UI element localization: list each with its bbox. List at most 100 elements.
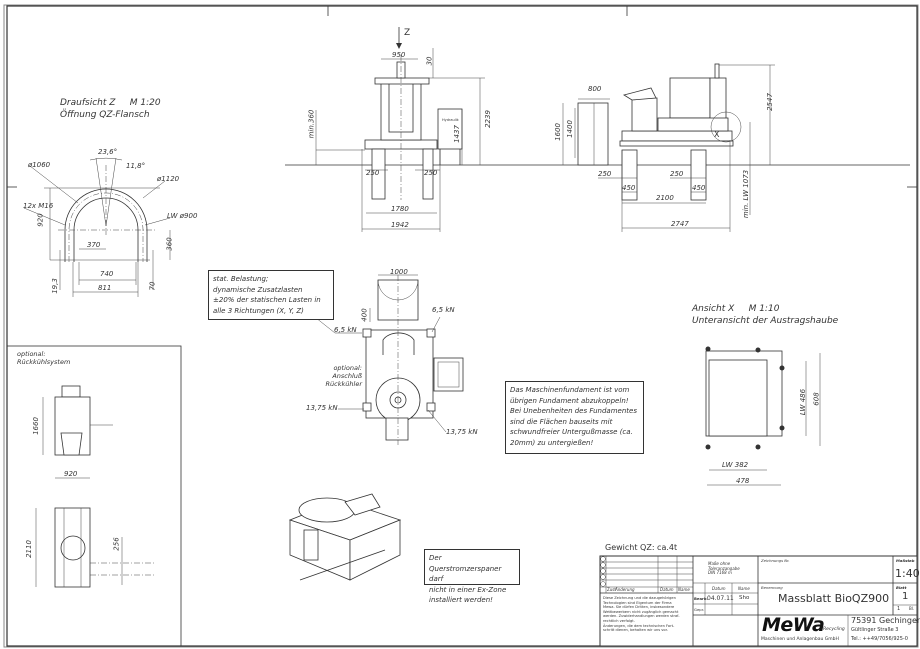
rev-header-zust: Zust <box>607 587 616 592</box>
note-line: alle 3 Richtungen (X, Y, Z) <box>213 306 304 315</box>
company-sub: Recycling <box>823 627 845 632</box>
bolt <box>705 444 711 450</box>
load-label: 13,75 kN <box>306 404 338 412</box>
rev-circle <box>600 574 606 580</box>
view-foundation-plan <box>305 274 464 445</box>
cooler-label: optional:Rückkühlsystem <box>17 350 70 366</box>
dim-label: 800 <box>588 85 602 93</box>
tolerance-line: DIN 7168 m <box>708 570 732 576</box>
dim-label: 2547 <box>765 93 774 111</box>
view-title: Ansicht X M 1:10 <box>692 304 779 314</box>
address-3: Tel.: ++49/7056/925-0 <box>851 636 908 642</box>
rev-circle <box>600 581 606 587</box>
fan-top <box>61 385 81 398</box>
cooler-panel <box>6 345 182 647</box>
note-line: ±20% der statischen Lasten in <box>213 296 321 304</box>
leader <box>29 165 79 204</box>
view-front <box>315 27 485 232</box>
dim-label: 250 <box>670 170 684 178</box>
dim-label: 1600 <box>553 123 562 141</box>
hydraulik-plan <box>433 357 464 392</box>
view-subtitle: Unteransicht der Austragshaube <box>692 316 839 326</box>
address-1: 75391 Gechingen <box>851 616 920 625</box>
motor-plan <box>385 417 409 441</box>
iso-cabinet <box>303 529 319 561</box>
leader <box>144 217 171 226</box>
note-line: nicht in einer Ex-Zone <box>429 585 507 594</box>
name-label: Name <box>738 586 750 591</box>
view-cooler <box>35 385 155 588</box>
sheets-count-unit: Bl. <box>909 606 915 611</box>
rev-header-aenderung: Änderung <box>615 587 635 592</box>
datum-label: Datum <box>712 586 726 591</box>
hydraulik-label: Hydraulik <box>442 118 459 122</box>
note-line: Der Querstromzerspaner darf <box>429 554 502 583</box>
dim-label: ø1060 <box>28 161 51 169</box>
address-2: Gültlinger Straße 3 <box>851 627 899 633</box>
dim-label: 360 <box>165 237 174 251</box>
optional-label-line: Anschluß <box>332 372 362 380</box>
hopper-lid <box>622 87 657 101</box>
dim-label: 1942 <box>391 221 409 229</box>
copyright-line: Diese Zeichnung und die dazugehörigen <box>603 596 676 600</box>
view-subtitle: Öffnung QZ-Flansch <box>60 110 150 120</box>
designation-label: Benennung <box>761 585 783 590</box>
tolerance-note: Maße ohne Toleranzangabe DIN 7168 m <box>708 561 740 576</box>
title-block-frame <box>599 555 918 647</box>
top-flange <box>374 77 430 85</box>
dim-label: 1660 <box>31 417 40 435</box>
copyright-line: Wettbewerbern nicht zugänglich gemacht <box>603 609 679 614</box>
leader-load <box>427 409 447 433</box>
dim-label: 12x M16 <box>23 202 54 210</box>
dim-label: 250 <box>366 169 380 177</box>
foot <box>362 328 372 338</box>
view-title: Draufsicht Z M 1:20 <box>60 98 161 108</box>
foot <box>426 402 436 412</box>
rev-header-datum: Datum <box>660 587 674 592</box>
dim-label: 23,6° <box>98 148 118 156</box>
hood-opening <box>708 359 768 437</box>
bolt <box>779 425 785 431</box>
dim-label: LW ø900 <box>167 212 198 220</box>
angle-arc <box>89 157 123 161</box>
weight-label: Gewicht QZ: ca.4t <box>605 543 678 552</box>
dim-label: 740 <box>100 270 114 278</box>
sheets-count: 1 <box>897 606 901 612</box>
cooler-label-line: Rückkühlsystem <box>17 358 71 366</box>
dim-label: 811 <box>98 284 112 292</box>
dim-label: 1437 <box>452 125 461 143</box>
dim-label: 450 <box>622 184 636 192</box>
view-scale: M 1:10 <box>748 304 780 314</box>
foot <box>426 328 436 338</box>
load-label: 6,5 kN <box>334 326 357 334</box>
copyright-notice: Diese Zeichnung und die dazugehörigen Te… <box>603 596 680 633</box>
copyright-line: schritt dienen, behalten wir uns vor. <box>603 628 668 633</box>
dim-label: 1000 <box>390 268 408 276</box>
arrow-head <box>396 43 402 49</box>
iso-hopper <box>344 493 381 516</box>
note-line: installiert werden! <box>429 596 493 604</box>
copyright-line: Mewa. Sie dürfen Dritten, insbesondere <box>603 605 675 610</box>
fan-plan <box>60 535 86 561</box>
angle-line <box>95 157 107 227</box>
sheet-frame <box>6 5 918 647</box>
dim-label: min. LW 1073 <box>742 169 751 219</box>
dim-label: 450 <box>692 184 706 192</box>
dim-label: 2747 <box>671 220 689 228</box>
dim-label: 478 <box>736 477 750 485</box>
company-line: Maschinen und Anlagenbau GmbH <box>761 637 839 642</box>
bearb-label: Bearb. <box>694 596 709 601</box>
dim-label: 920 <box>36 213 45 227</box>
view-side <box>562 63 775 232</box>
load-label: 13,75 kN <box>446 428 478 436</box>
detail-label: X <box>714 130 720 139</box>
view-ansicht-x <box>705 346 821 486</box>
motor-housing <box>709 77 727 121</box>
rev-circle <box>600 568 606 574</box>
bolt <box>755 347 761 353</box>
rev-circle <box>600 562 606 568</box>
cabinet <box>577 102 609 166</box>
bearb-name: Sho <box>739 595 750 601</box>
sheet-value: 1 <box>902 591 909 602</box>
